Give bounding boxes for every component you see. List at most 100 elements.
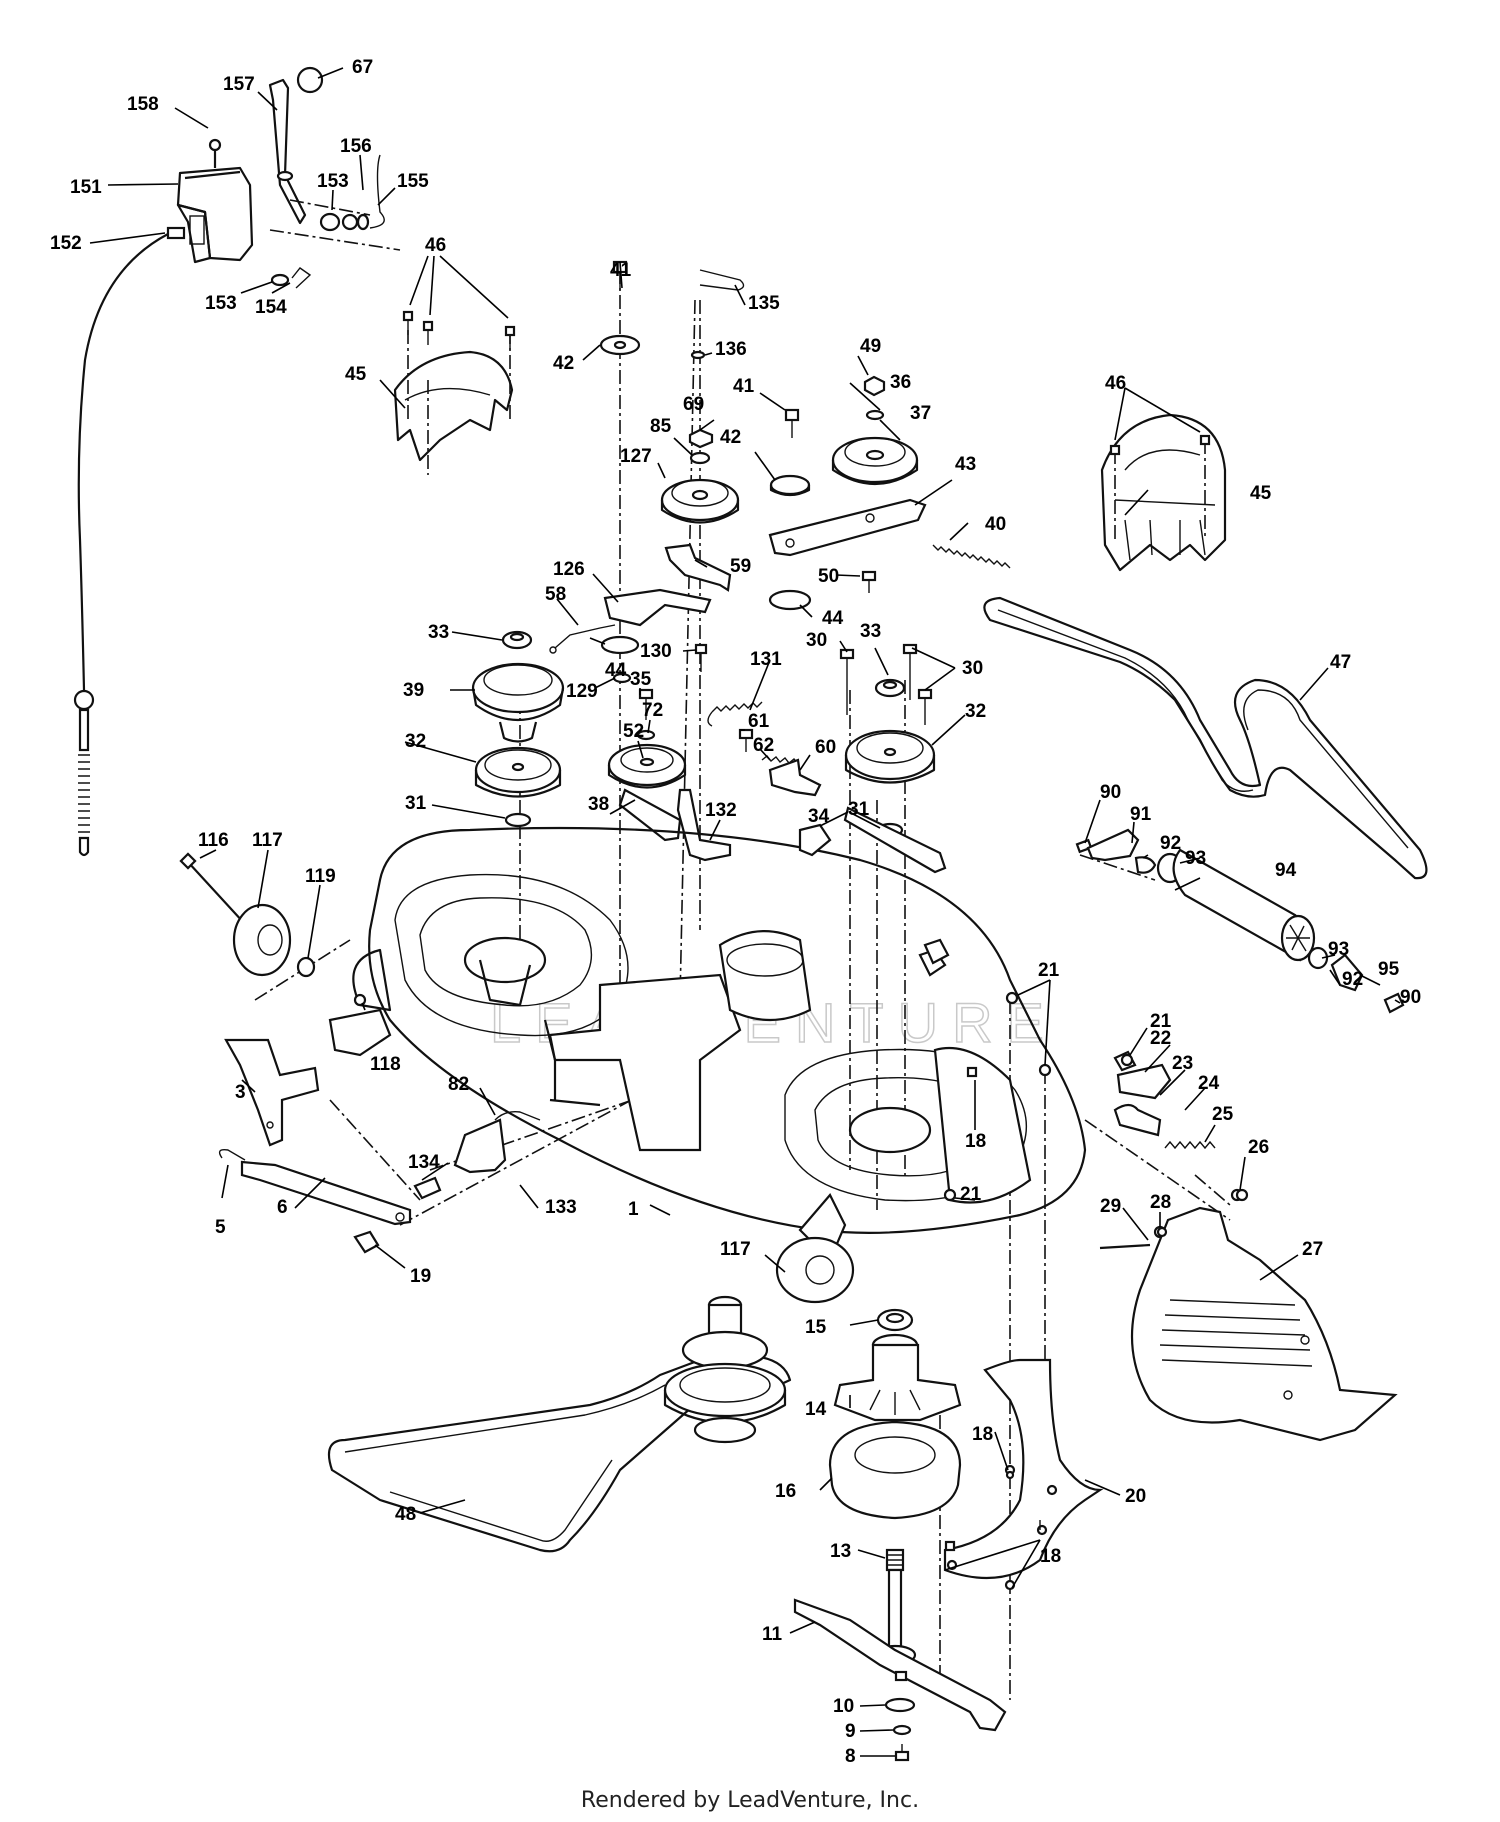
callout-21: 21 xyxy=(960,1184,982,1205)
belt-cover-right xyxy=(1100,413,1227,572)
callout-91: 91 xyxy=(1130,804,1152,825)
pulleys xyxy=(471,260,1011,874)
callout-24: 24 xyxy=(1198,1073,1220,1094)
callout-labels: 67 157 158 156 153 155 151 152 153 154 4… xyxy=(50,57,1421,1767)
callout-3: 3 xyxy=(235,1082,246,1103)
callout-30: 30 xyxy=(962,658,983,679)
callout-50: 50 xyxy=(818,566,839,587)
callout-41: 41 xyxy=(610,260,632,281)
callout-34: 34 xyxy=(808,806,830,827)
callout-135: 135 xyxy=(748,293,780,314)
callout-95: 95 xyxy=(1378,959,1400,980)
callout-31: 31 xyxy=(848,799,870,820)
callout-6: 6 xyxy=(277,1197,288,1218)
callout-28: 28 xyxy=(1150,1192,1171,1213)
discharge-chute xyxy=(1099,1050,1398,1442)
callout-49: 49 xyxy=(860,336,881,357)
callout-131: 131 xyxy=(750,649,782,670)
callout-93: 93 xyxy=(1185,848,1206,869)
callout-44: 44 xyxy=(822,608,844,629)
callout-59: 59 xyxy=(730,556,751,577)
callout-72: 72 xyxy=(642,700,663,721)
callout-37: 37 xyxy=(910,403,931,424)
callout-151: 151 xyxy=(70,177,102,198)
footer-credit: Rendered by LeadVenture, Inc. xyxy=(580,1788,920,1813)
callout-45: 45 xyxy=(1250,483,1272,504)
callout-26: 26 xyxy=(1248,1137,1269,1158)
callout-93: 93 xyxy=(1328,939,1349,960)
callout-36: 36 xyxy=(890,372,911,393)
callout-156: 156 xyxy=(340,136,372,157)
lift-lever-assembly xyxy=(176,66,385,289)
callout-134: 134 xyxy=(408,1152,440,1173)
mower-deck xyxy=(328,823,1087,1304)
callout-15: 15 xyxy=(805,1317,827,1338)
leader-lines xyxy=(89,67,1401,1757)
callout-129: 129 xyxy=(566,681,598,702)
belts xyxy=(327,596,1428,1553)
callout-47: 47 xyxy=(1330,652,1351,673)
callout-82: 82 xyxy=(448,1074,469,1095)
callout-18: 18 xyxy=(1040,1546,1061,1567)
callout-23: 23 xyxy=(1172,1053,1193,1074)
callout-18: 18 xyxy=(972,1424,993,1445)
callout-130: 130 xyxy=(640,641,672,662)
belt-cover-left xyxy=(393,310,516,462)
callout-29: 29 xyxy=(1100,1196,1121,1217)
callout-48: 48 xyxy=(395,1504,416,1525)
callout-39: 39 xyxy=(403,680,424,701)
callout-32: 32 xyxy=(405,731,426,752)
callout-132: 132 xyxy=(705,800,737,821)
callout-52: 52 xyxy=(623,721,644,742)
callout-116: 116 xyxy=(198,830,229,851)
callout-157: 157 xyxy=(223,74,255,95)
callout-118: 118 xyxy=(370,1054,401,1075)
callout-117: 117 xyxy=(720,1239,751,1260)
callout-22: 22 xyxy=(1150,1028,1171,1049)
callout-41: 41 xyxy=(733,376,755,397)
callout-20: 20 xyxy=(1125,1486,1146,1507)
callout-33: 33 xyxy=(860,621,881,642)
callout-44: 44 xyxy=(605,660,627,681)
callout-11: 11 xyxy=(762,1624,783,1645)
callout-69: 69 xyxy=(683,394,704,415)
callout-9: 9 xyxy=(845,1721,856,1742)
callout-46: 46 xyxy=(1105,373,1126,394)
callout-30: 30 xyxy=(806,630,827,651)
callout-133: 133 xyxy=(545,1197,577,1218)
control-cable xyxy=(73,226,186,857)
callout-117: 117 xyxy=(252,830,283,851)
callout-1: 1 xyxy=(628,1199,639,1220)
callout-18: 18 xyxy=(965,1131,986,1152)
callout-127: 127 xyxy=(620,446,652,467)
callout-35: 35 xyxy=(630,669,652,690)
callout-60: 60 xyxy=(815,737,836,758)
callout-43: 43 xyxy=(955,454,976,475)
callout-94: 94 xyxy=(1275,860,1297,881)
callout-119: 119 xyxy=(305,866,336,887)
callout-31: 31 xyxy=(405,793,427,814)
callout-85: 85 xyxy=(650,416,672,437)
callout-42: 42 xyxy=(553,353,574,374)
callout-21: 21 xyxy=(1038,960,1060,981)
callout-32: 32 xyxy=(965,701,986,722)
callout-33: 33 xyxy=(428,622,449,643)
callout-40: 40 xyxy=(985,514,1006,535)
roller-assembly xyxy=(1075,828,1405,1014)
blade-spindle-assembly xyxy=(663,1295,1104,1762)
callout-46: 46 xyxy=(425,235,446,256)
callout-58: 58 xyxy=(545,584,566,605)
callout-13: 13 xyxy=(830,1541,851,1562)
assembly-lines xyxy=(254,199,1231,1700)
callout-21: 21 xyxy=(1150,1011,1172,1032)
callout-38: 38 xyxy=(588,794,609,815)
callout-155: 155 xyxy=(397,171,429,192)
gauge-wheel-left xyxy=(179,852,367,1007)
callout-14: 14 xyxy=(805,1399,827,1420)
callout-67: 67 xyxy=(352,57,373,78)
callout-153: 153 xyxy=(317,171,349,192)
callout-90: 90 xyxy=(1400,987,1421,1008)
callout-154: 154 xyxy=(255,297,287,318)
callout-126: 126 xyxy=(553,559,585,580)
callout-92: 92 xyxy=(1160,833,1181,854)
